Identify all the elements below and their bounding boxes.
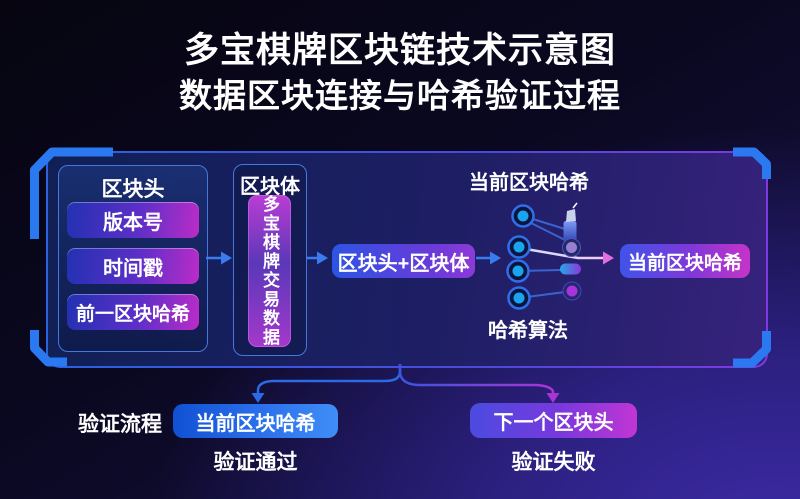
- verification-fail-label: 验证失败: [511, 451, 596, 474]
- verification-branch-connectors: [251, 364, 560, 403]
- verification-current-hash-box: 当前区块哈希: [173, 404, 338, 438]
- next-block-header-box: 下一个区块头: [470, 403, 637, 438]
- verification-pass-label: 验证通过: [213, 451, 298, 474]
- branch-right-path: [398, 364, 555, 393]
- version-number-pill: 版本号: [67, 202, 199, 238]
- hash-algorithm-label: 哈希算法: [488, 320, 568, 342]
- page-title: 多宝棋牌区块链技术示意图 数据区块连接与哈希验证过程: [0, 33, 800, 112]
- block-body-title: 区块体: [240, 176, 300, 198]
- title-line-2: 数据区块连接与哈希验证过程: [179, 77, 621, 114]
- current-block-hash-label: 当前区块哈希: [469, 172, 589, 194]
- main-diagram-panel: 区块头 版本号 时间戳 前一区块哈希 区块体 多宝棋牌交易数据 区块头+区块体 …: [46, 151, 768, 368]
- block-body-box: 区块体 多宝棋牌交易数据: [233, 164, 307, 356]
- title-line-1: 多宝棋牌区块链技术示意图: [183, 31, 616, 70]
- block-header-box: 区块头 版本号 时间戳 前一区块哈希: [58, 165, 208, 352]
- branch-right-arrowhead-icon: [546, 393, 560, 403]
- timestamp-pill: 时间戳: [67, 248, 199, 284]
- previous-block-hash-pill: 前一区块哈希: [67, 294, 199, 330]
- branch-left-path: [256, 364, 402, 393]
- transaction-data-pill: 多宝棋牌交易数据: [248, 195, 291, 347]
- header-plus-body-box: 区块头+区块体: [332, 244, 475, 278]
- branch-left-arrowhead-icon: [251, 393, 265, 403]
- verification-flow-label: 验证流程: [78, 413, 162, 436]
- transaction-data-text: 多宝棋牌交易数据: [260, 195, 279, 347]
- block-header-title: 区块头: [101, 178, 165, 201]
- current-block-hash-result-box: 当前区块哈希: [620, 244, 750, 278]
